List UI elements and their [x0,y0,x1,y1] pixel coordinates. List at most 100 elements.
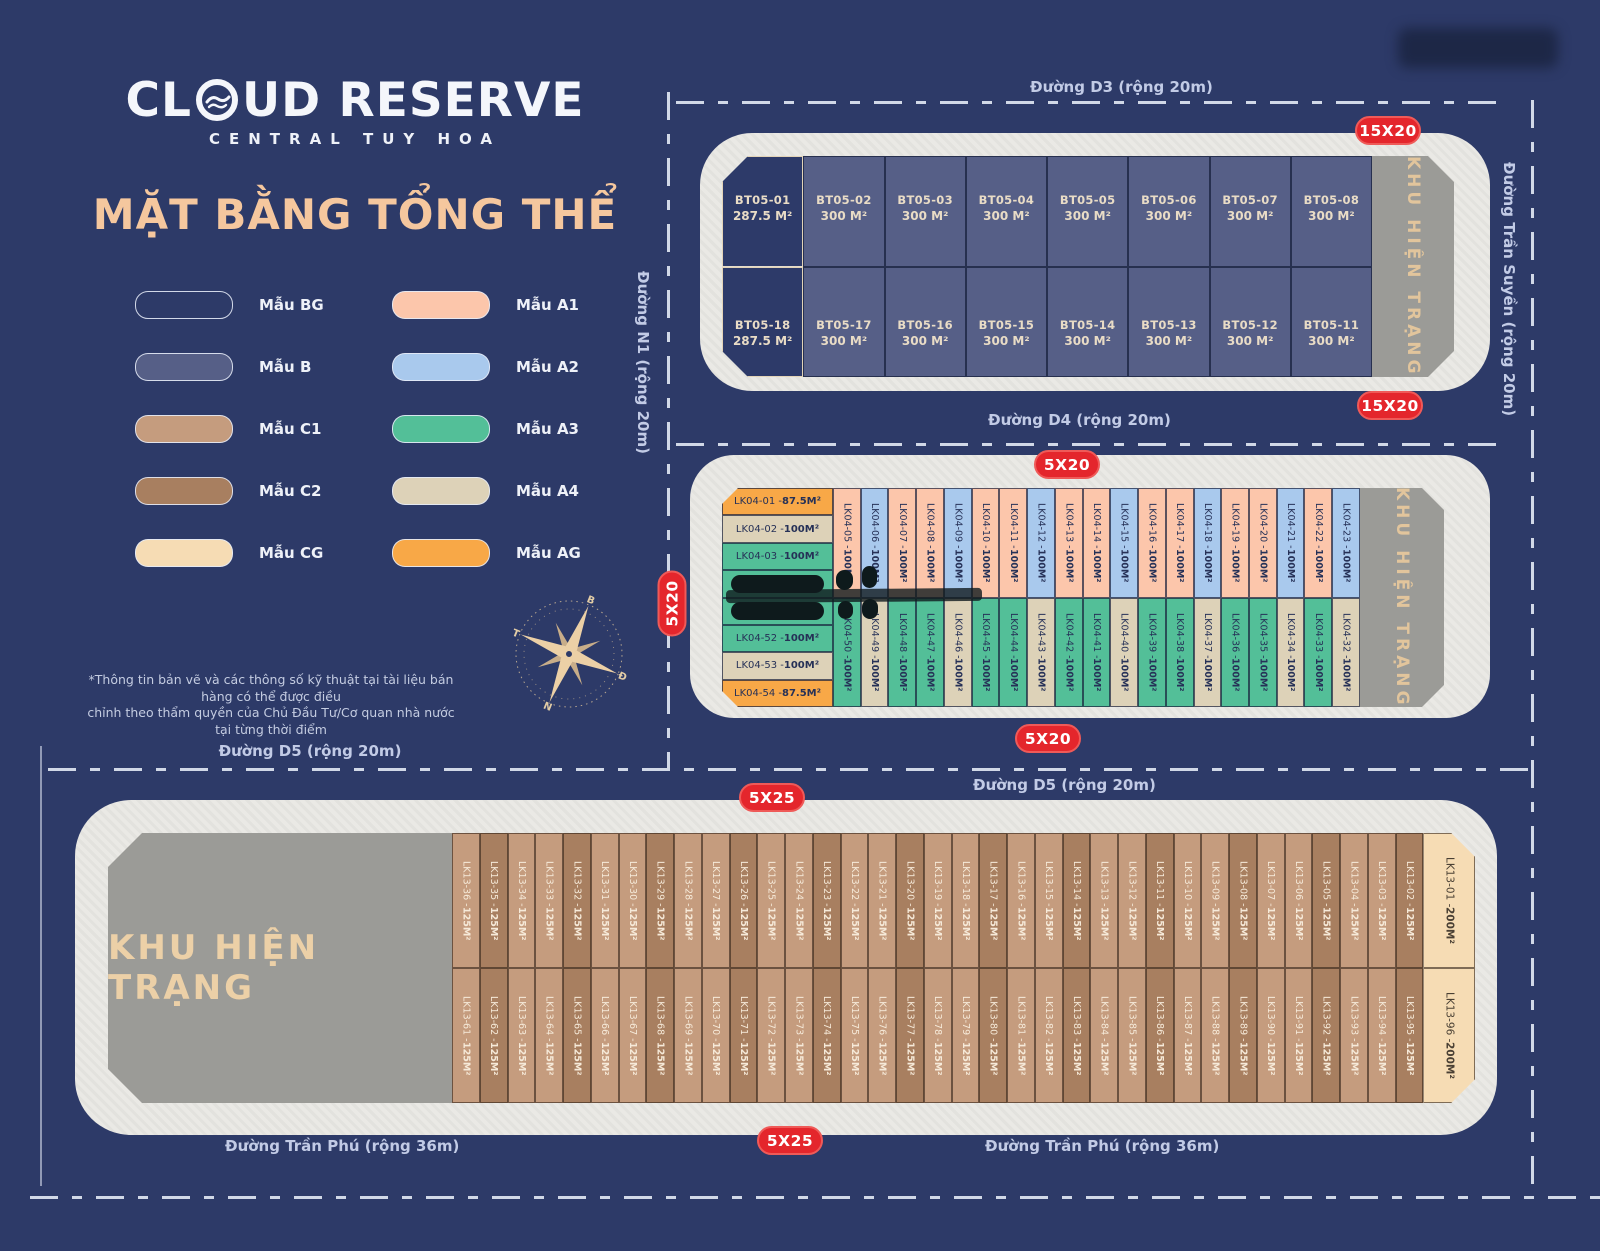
lot-LK13-67[interactable]: LK13-67 - 125M² [618,968,647,1103]
lot-LK13-33[interactable]: LK13-33 - 125M² [535,833,563,968]
lot-LK04-33[interactable]: LK04-33 - 100M² [1304,597,1333,707]
lot-LK13-32[interactable]: LK13-32 - 125M² [563,833,591,968]
lot-LK13-34[interactable]: LK13-34 - 125M² [507,833,536,968]
lot-LK13-16[interactable]: LK13-16 - 125M² [1007,833,1035,968]
lot-LK04-17[interactable]: LK04-17 - 100M² [1165,488,1194,598]
lot-LK04-47[interactable]: LK04-47 - 100M² [916,597,944,707]
lot-LK13-21[interactable]: LK13-21 - 125M² [868,833,896,968]
lot-LK04-46[interactable]: LK04-46 - 100M² [943,597,972,707]
lot-LK04-39[interactable]: LK04-39 - 100M² [1138,597,1166,707]
lot-LK04-19[interactable]: LK04-19 - 100M² [1221,488,1250,598]
lot-LK13-94[interactable]: LK13-94 - 125M² [1367,968,1396,1103]
lot-LK13-75[interactable]: LK13-75 - 125M² [840,968,869,1103]
lot-LK04-41[interactable]: LK04-41 - 100M² [1082,597,1111,707]
lot-LK13-09[interactable]: LK13-09 - 125M² [1201,833,1229,968]
lot-LK13-26[interactable]: LK13-26 - 125M² [729,833,758,968]
lot-LK13-02[interactable]: LK13-02 - 125M² [1395,833,1424,968]
lot-LK13-06[interactable]: LK13-06 - 125M² [1284,833,1313,968]
lot-LK04-11[interactable]: LK04-11 - 100M² [999,488,1028,598]
lot-LK13-07[interactable]: LK13-07 - 125M² [1256,833,1285,968]
lot-LK13-73[interactable]: LK13-73 - 125M² [785,968,813,1103]
lot-LK04-22[interactable]: LK04-22 - 100M² [1304,488,1333,598]
lot-LK04-42[interactable]: LK04-42 - 100M² [1054,597,1083,707]
lot-LK13-78[interactable]: LK13-78 - 125M² [923,968,952,1103]
lot-LK13-88[interactable]: LK13-88 - 125M² [1201,968,1229,1103]
lot-LK04-40[interactable]: LK04-40 - 100M² [1110,597,1139,707]
lot-LK13-62[interactable]: LK13-62 - 125M² [479,968,508,1103]
lot-LK13-89[interactable]: LK13-89 - 125M² [1229,968,1257,1103]
lot-LK13-61[interactable]: LK13-61 - 125M² [452,968,480,1103]
lot-LK13-24[interactable]: LK13-24 - 125M² [785,833,813,968]
lot-LK13-20[interactable]: LK13-20 - 125M² [896,833,924,968]
lot-LK13-11[interactable]: LK13-11 - 125M² [1145,833,1174,968]
lot-LK13-04[interactable]: LK13-04 - 125M² [1340,833,1368,968]
lot-LK04-53[interactable]: LK04-53 - 100M² [722,652,833,680]
lot-LK13-77[interactable]: LK13-77 - 125M² [896,968,924,1103]
lot-LK13-14[interactable]: LK13-14 - 125M² [1062,833,1091,968]
lot-LK13-86[interactable]: LK13-86 - 125M² [1145,968,1174,1103]
lot-LK13-79[interactable]: LK13-79 - 125M² [951,968,980,1103]
lot-LK13-13[interactable]: LK13-13 - 125M² [1090,833,1118,968]
lot-LK13-22[interactable]: LK13-22 - 125M² [840,833,869,968]
lot-LK13-64[interactable]: LK13-64 - 125M² [535,968,563,1103]
lot-LK13-30[interactable]: LK13-30 - 125M² [618,833,647,968]
lot-LK13-03[interactable]: LK13-03 - 125M² [1367,833,1396,968]
lot-LK13-71[interactable]: LK13-71 - 125M² [729,968,758,1103]
lot-LK04-13[interactable]: LK04-13 - 100M² [1054,488,1083,598]
lot-LK04-10[interactable]: LK04-10 - 100M² [971,488,1000,598]
lot-LK13-72[interactable]: LK13-72 - 125M² [757,968,785,1103]
lot-LK13-81[interactable]: LK13-81 - 125M² [1007,968,1035,1103]
lot-LK04-15[interactable]: LK04-15 - 100M² [1110,488,1139,598]
lot-LK13-10[interactable]: LK13-10 - 125M² [1173,833,1202,968]
lot-LK13-63[interactable]: LK13-63 - 125M² [507,968,536,1103]
lot-LK13-23[interactable]: LK13-23 - 125M² [812,833,841,968]
lot-LK13-05[interactable]: LK13-05 - 125M² [1312,833,1340,968]
lot-LK04-12[interactable]: LK04-12 - 100M² [1027,488,1055,598]
lot-LK13-92[interactable]: LK13-92 - 125M² [1312,968,1340,1103]
lot-LK04-35[interactable]: LK04-35 - 100M² [1249,597,1277,707]
lot-LK13-28[interactable]: LK13-28 - 125M² [674,833,702,968]
lot-LK13-25[interactable]: LK13-25 - 125M² [757,833,785,968]
lot-LK13-12[interactable]: LK13-12 - 125M² [1118,833,1146,968]
lot-LK04-38[interactable]: LK04-38 - 100M² [1165,597,1194,707]
lot-LK04-02[interactable]: LK04-02 - 100M² [722,515,833,543]
lot-LK13-80[interactable]: LK13-80 - 125M² [979,968,1007,1103]
lot-LK04-48[interactable]: LK04-48 - 100M² [888,597,917,707]
lot-LK13-29[interactable]: LK13-29 - 125M² [646,833,674,968]
lot-LK04-14[interactable]: LK04-14 - 100M² [1082,488,1111,598]
lot-LK04-32[interactable]: LK04-32 - 100M² [1332,597,1360,707]
lot-LK13-70[interactable]: LK13-70 - 125M² [701,968,730,1103]
lot-LK04-37[interactable]: LK04-37 - 100M² [1193,597,1222,707]
lot-LK13-35[interactable]: LK13-35 - 125M² [479,833,508,968]
lot-LK04-45[interactable]: LK04-45 - 100M² [971,597,1000,707]
lot-LK04-08[interactable]: LK04-08 - 100M² [916,488,944,598]
lot-LK13-76[interactable]: LK13-76 - 125M² [868,968,896,1103]
lot-LK13-01[interactable]: LK13-01 - 200M² [1423,833,1475,968]
lot-LK13-69[interactable]: LK13-69 - 125M² [674,968,702,1103]
lot-LK13-74[interactable]: LK13-74 - 125M² [812,968,841,1103]
lot-LK13-84[interactable]: LK13-84 - 125M² [1090,968,1118,1103]
lot-LK13-93[interactable]: LK13-93 - 125M² [1340,968,1368,1103]
lot-LK04-06[interactable]: LK04-06 - 100M² [860,488,889,598]
lot-LK13-87[interactable]: LK13-87 - 125M² [1173,968,1202,1103]
lot-LK04-34[interactable]: LK04-34 - 100M² [1276,597,1305,707]
lot-LK04-20[interactable]: LK04-20 - 100M² [1249,488,1277,598]
lot-LK04-03[interactable]: LK04-03 - 100M² [722,542,833,571]
lot-LK13-85[interactable]: LK13-85 - 125M² [1118,968,1146,1103]
lot-LK04-01[interactable]: LK04-01 - 87.5M² [722,488,833,516]
lot-LK04-16[interactable]: LK04-16 - 100M² [1138,488,1166,598]
lot-LK04-43[interactable]: LK04-43 - 100M² [1027,597,1055,707]
lot-LK04-21[interactable]: LK04-21 - 100M² [1276,488,1305,598]
lot-LK13-19[interactable]: LK13-19 - 125M² [923,833,952,968]
